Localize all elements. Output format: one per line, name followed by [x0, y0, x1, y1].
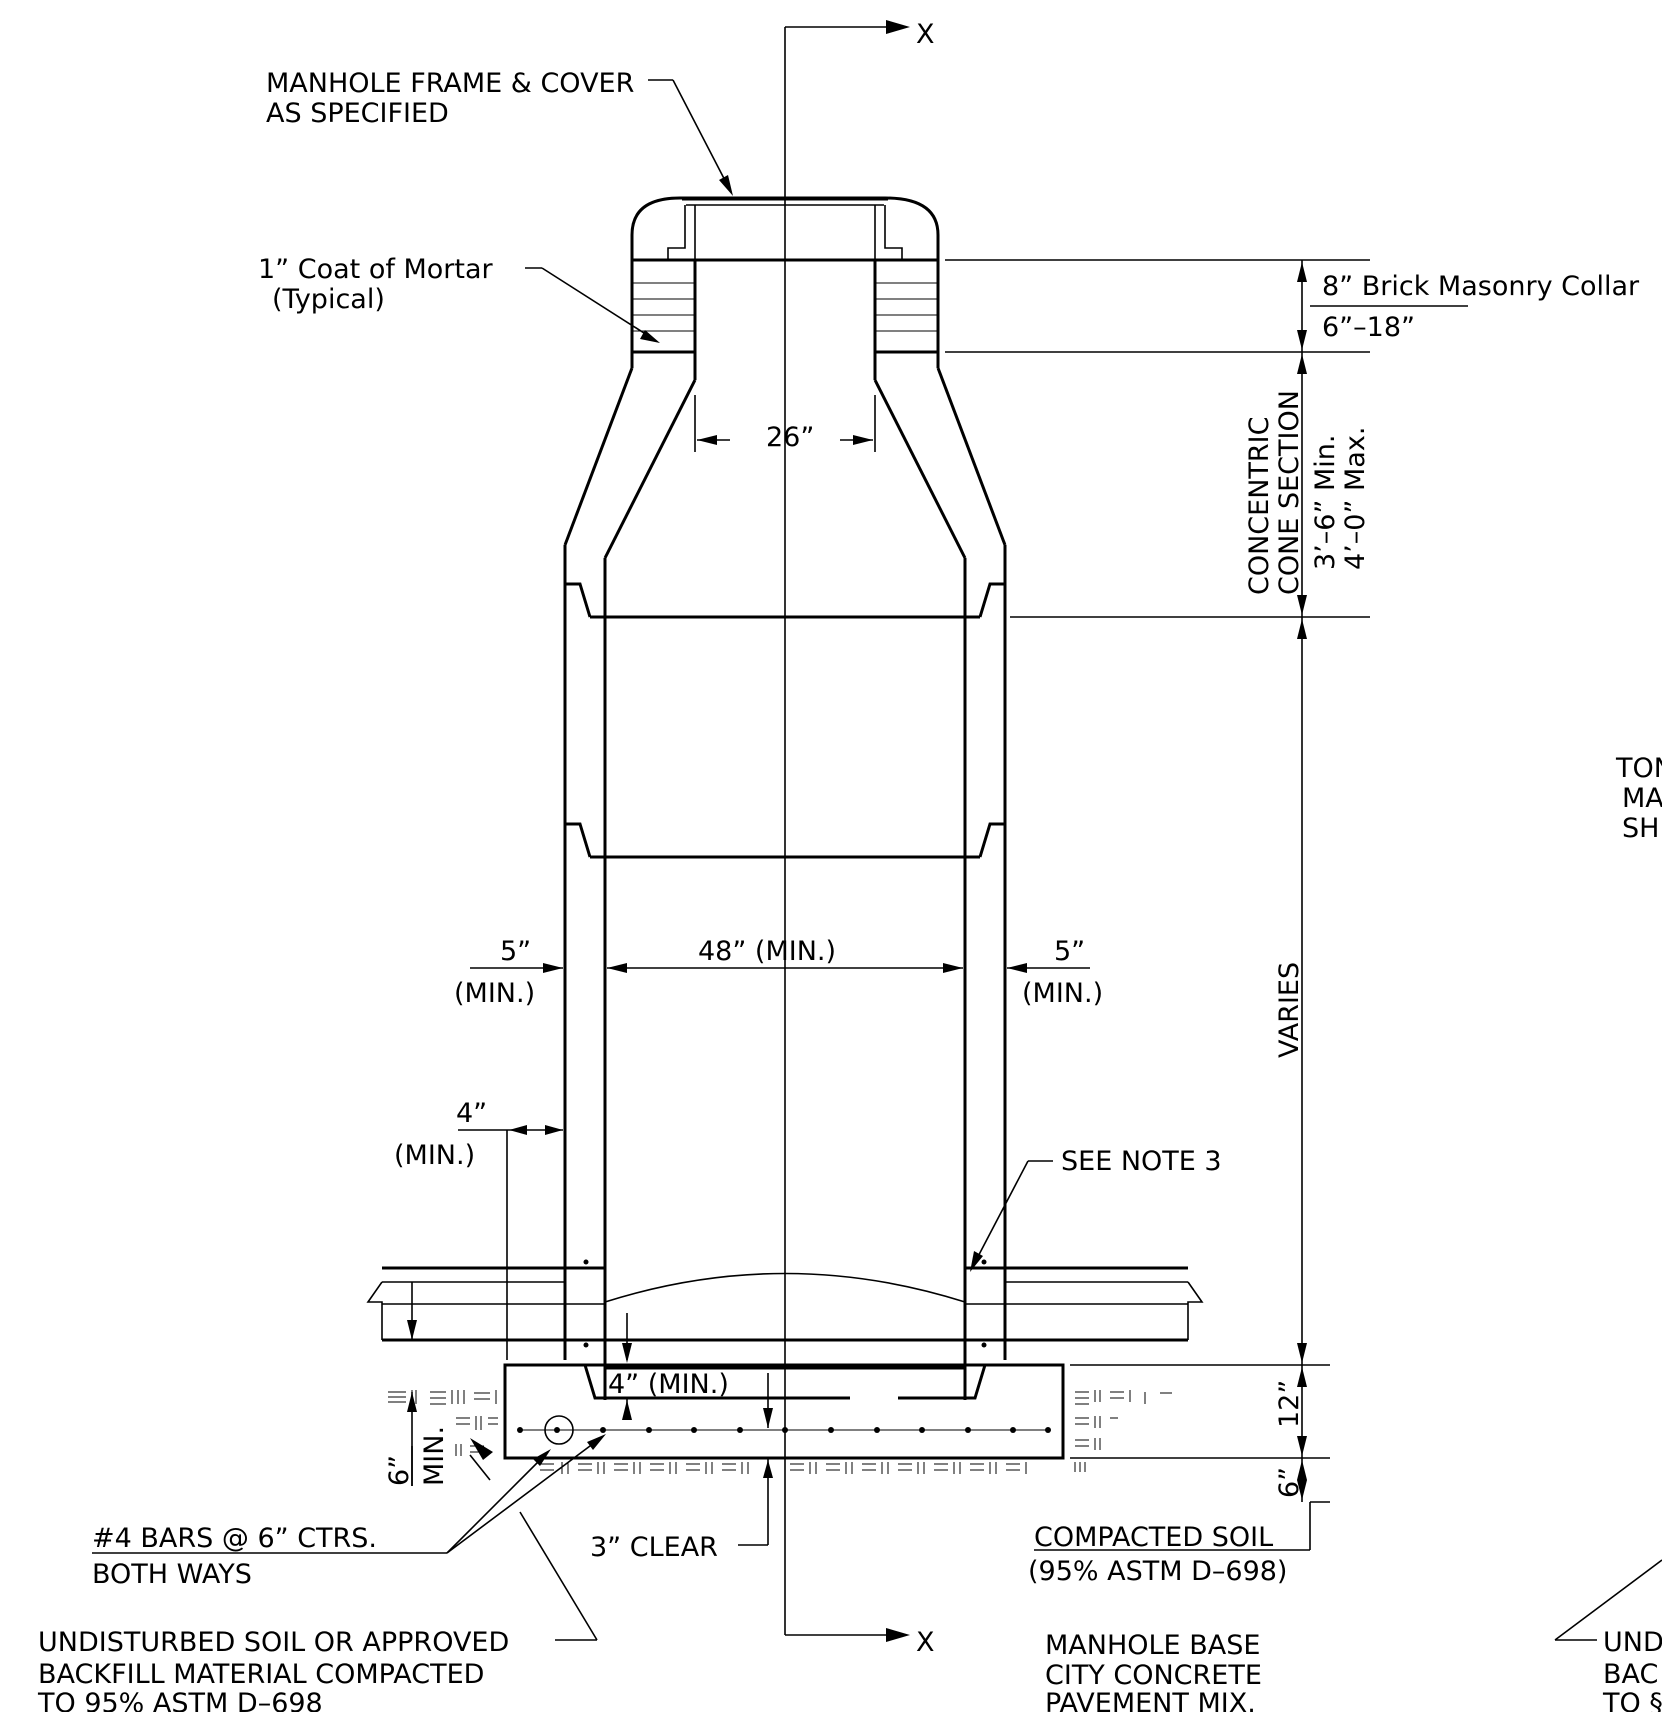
bars-leader — [92, 1434, 606, 1554]
cone-label-2: CONE SECTION — [1274, 390, 1305, 595]
bars-label-2: BOTH WAYS — [92, 1559, 252, 1590]
opening-dimension — [694, 395, 876, 452]
undisturbed-label-3: TO 95% ASTM D–698 — [37, 1688, 323, 1712]
base-thickness-label: 12” — [1274, 1380, 1305, 1428]
opening-label: 26” — [766, 422, 814, 453]
wall-left-label: 5” — [500, 936, 531, 967]
varies-label: VARIES — [1274, 962, 1305, 1058]
base-note-2: CITY CONCRETE — [1045, 1660, 1262, 1691]
wall-left-min-label: (MIN.) — [454, 978, 535, 1009]
slab-cover-dimension — [622, 1313, 773, 1428]
cone-max-label: 4’–0” Max. — [1340, 427, 1371, 570]
mortar-label-2: (Typical) — [272, 284, 385, 315]
mortar-label-1: 1” Coat of Mortar — [258, 254, 493, 285]
side-six-label: 6” — [384, 1455, 415, 1486]
cutoff-text-5: BAC — [1603, 1659, 1658, 1690]
undisturbed-leader — [519, 1511, 598, 1641]
clear-label: 3” CLEAR — [590, 1532, 718, 1563]
cone-section — [563, 352, 1007, 559]
base-note-3: PAVEMENT MIX. — [1045, 1688, 1256, 1712]
frame-cover-label-2: AS SPECIFIED — [266, 98, 449, 129]
wall-dimension-right — [1007, 963, 1090, 973]
riser-walls — [563, 545, 1007, 1400]
base-slab — [503, 1363, 1065, 1460]
brick-collar — [630, 260, 940, 354]
clear-leader — [738, 1458, 773, 1546]
inside-diameter-dimension — [607, 963, 963, 973]
wall-right-min-label: (MIN.) — [1022, 978, 1103, 1009]
mortar-leader — [525, 267, 660, 343]
compacted-soil-label-1: COMPACTED SOIL — [1034, 1522, 1273, 1553]
cone-min-label: 3’–6” Min. — [1310, 434, 1341, 570]
side-dimension — [407, 1282, 417, 1486]
collar-range-label: 6”–18” — [1322, 312, 1415, 343]
wall-dimension-left — [470, 963, 563, 973]
clearance-min-label: (MIN.) — [394, 1140, 475, 1171]
compacted-soil-label-2: (95% ASTM D–698) — [1028, 1556, 1287, 1587]
undisturbed-label-2: BACKFILL MATERIAL COMPACTED — [38, 1659, 484, 1690]
clearance-label: 4” — [456, 1098, 487, 1129]
clearance-dimension — [458, 1125, 563, 1360]
side-min-label: MIN. — [419, 1426, 450, 1486]
undisturbed-label-1: UNDISTURBED SOIL OR APPROVED — [38, 1627, 509, 1658]
frame-and-cover — [630, 196, 940, 262]
slab-cover-label: 4” (MIN.) — [608, 1369, 729, 1400]
pipe-zone — [366, 1259, 1204, 1370]
cutoff-text-3: SH — [1622, 813, 1659, 844]
cutoff-text-6: TO § — [1602, 1688, 1662, 1712]
cone-label-1: CONCENTRIC — [1244, 417, 1275, 595]
bars-label-1: #4 BARS @ 6” CTRS. — [92, 1523, 377, 1554]
wall-right-label: 5” — [1054, 936, 1085, 967]
cutoff-text-2: MA — [1622, 783, 1662, 814]
section-marker-top: X — [916, 19, 935, 50]
cutoff-text-4: UND — [1603, 1627, 1662, 1658]
subbase-thickness-label: 6” — [1274, 1467, 1305, 1498]
right-dimension-chain — [945, 259, 1468, 1503]
base-note-1: MANHOLE BASE — [1045, 1630, 1260, 1661]
frame-cover-label-1: MANHOLE FRAME & COVER — [266, 68, 634, 99]
inside-diameter-label: 48” (MIN.) — [698, 936, 836, 967]
see-note-leader — [970, 1160, 1053, 1272]
rebar-dots — [517, 1427, 1051, 1433]
cutoff-text-1: TON — [1615, 753, 1662, 784]
see-note-label: SEE NOTE 3 — [1061, 1146, 1222, 1177]
compacted-soil-callout — [1034, 1502, 1311, 1551]
collar-label: 8” Brick Masonry Collar — [1322, 271, 1640, 302]
cutoff-leader — [1554, 1559, 1662, 1641]
frame-cover-leader — [648, 79, 733, 196]
section-marker-bottom: X — [916, 1627, 935, 1658]
